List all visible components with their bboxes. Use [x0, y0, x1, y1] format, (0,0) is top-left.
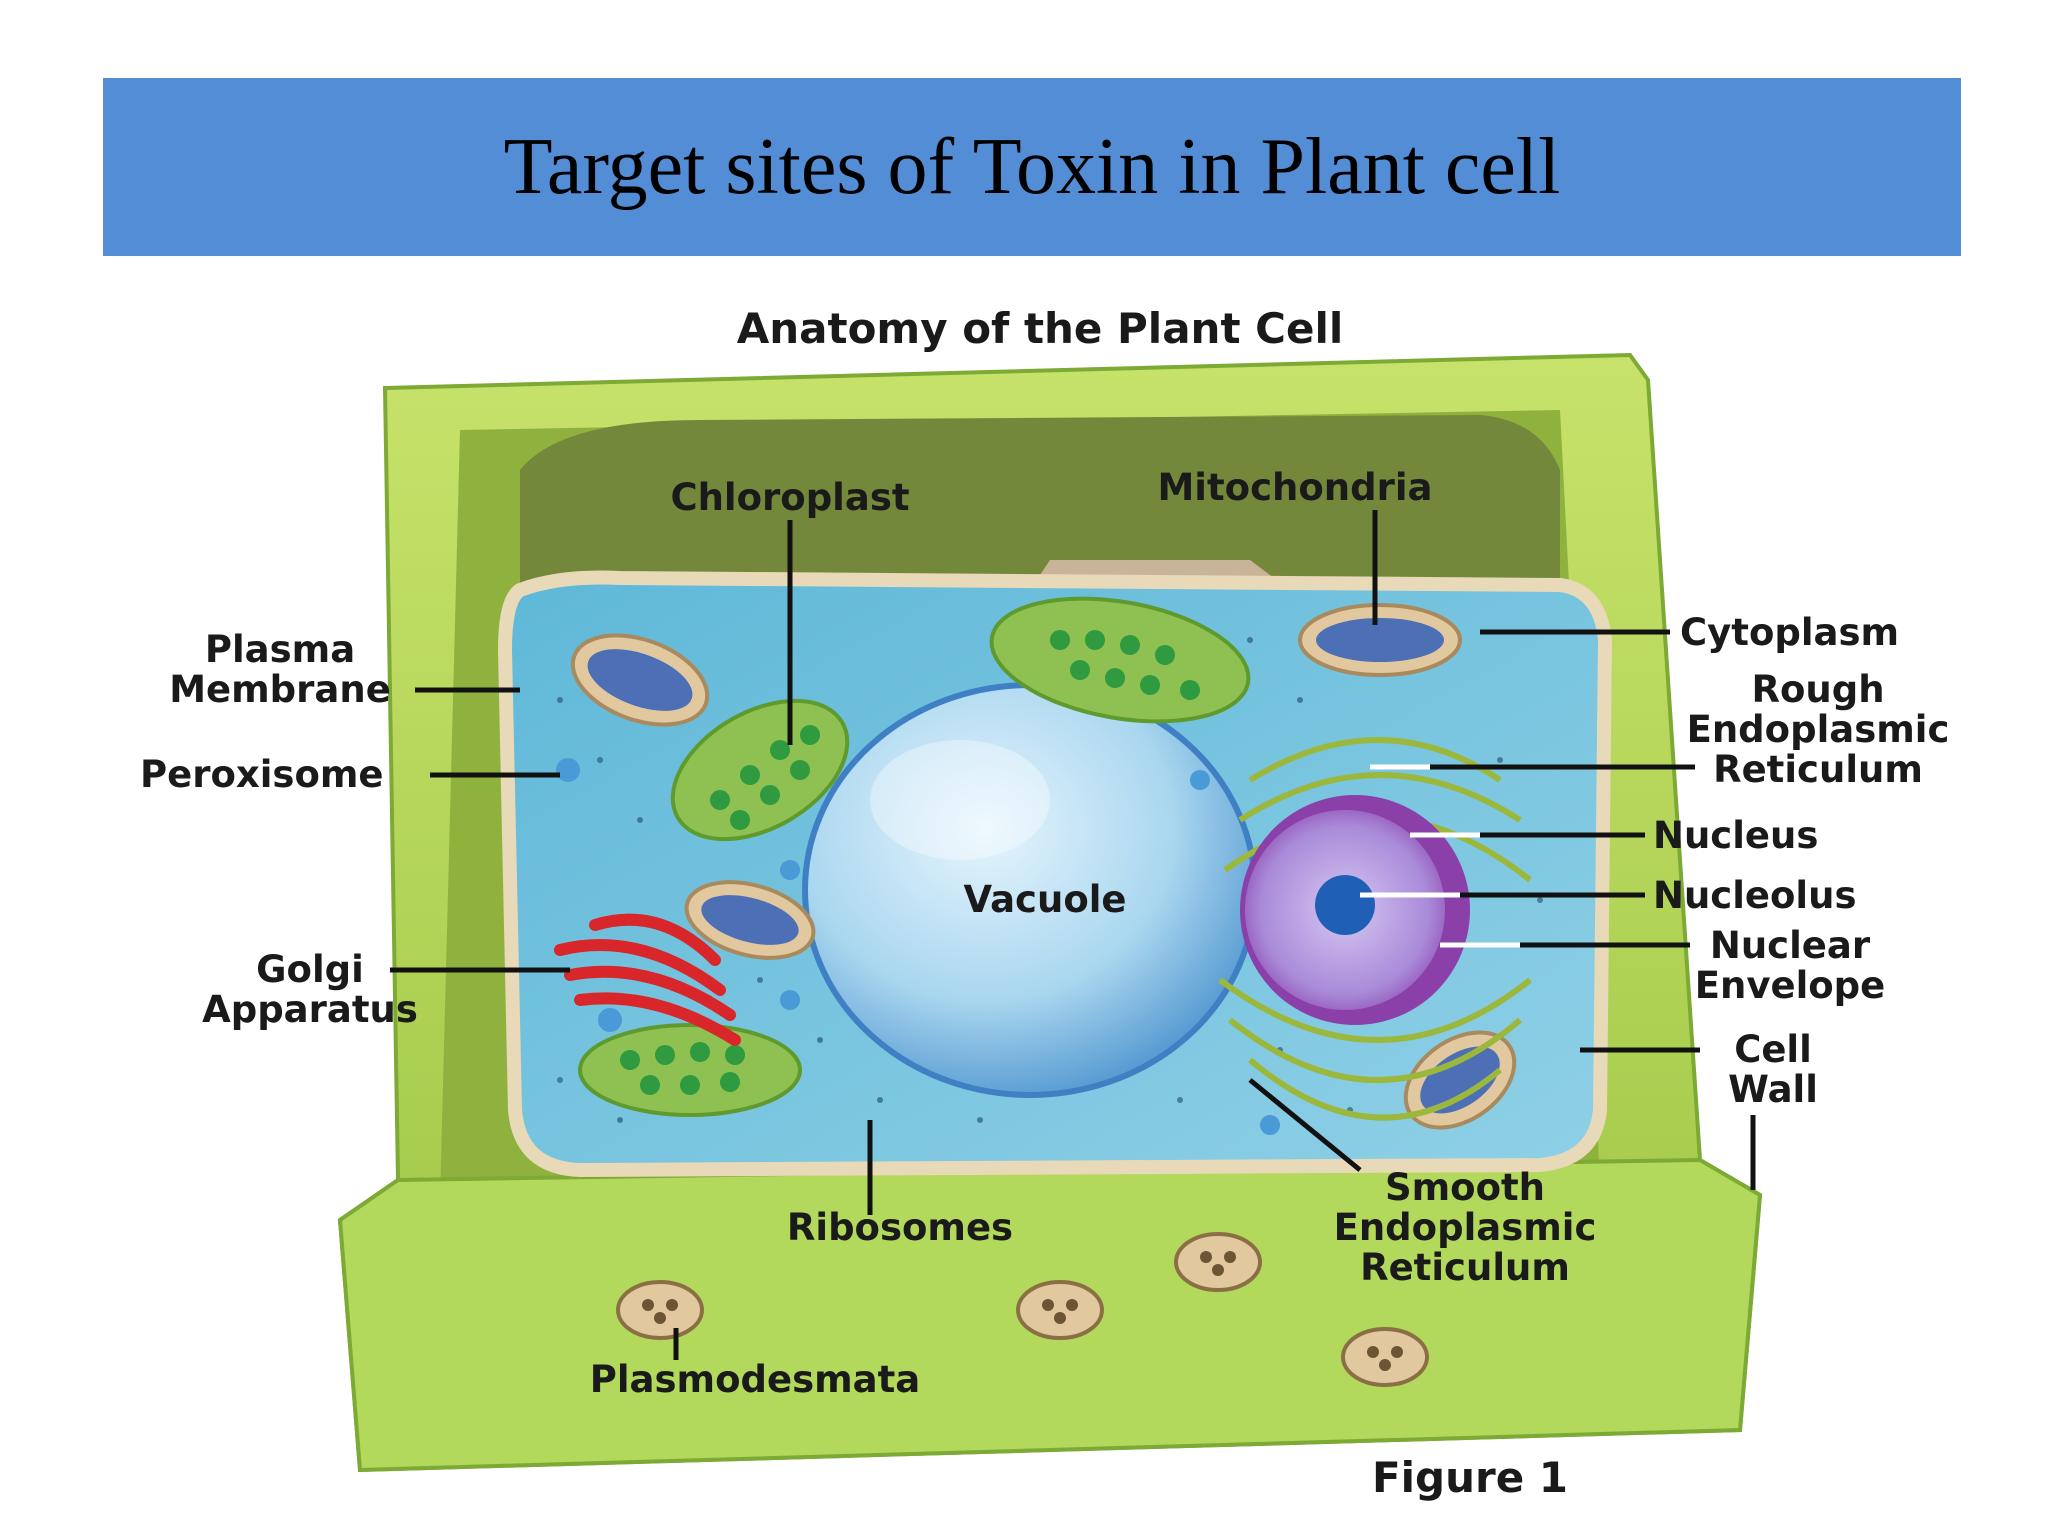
label-mitochondria: Mitochondria — [1157, 466, 1432, 509]
chloroplast-organelle — [670, 698, 850, 842]
nucleus-organelle — [1240, 795, 1470, 1025]
label-smooth-er-line3: Reticulum — [1360, 1246, 1570, 1289]
diagram-title: Anatomy of the Plant Cell — [737, 304, 1344, 353]
label-ribosomes: Ribosomes — [787, 1206, 1013, 1249]
label-peroxisome: Peroxisome — [140, 753, 384, 796]
label-cell-wall-line1: Cell — [1734, 1028, 1812, 1071]
leader-lines — [390, 510, 1756, 1360]
slide-title: Target sites of Toxin in Plant cell — [503, 122, 1561, 211]
chloroplast-organelle-3 — [578, 1023, 802, 1117]
golgi-organelle — [554, 913, 741, 1046]
nucleolus — [1315, 875, 1375, 935]
label-plasmodesmata: Plasmodesmata — [590, 1358, 921, 1401]
label-plasma-membrane-line2: Membrane — [169, 668, 391, 711]
label-chloroplast: Chloroplast — [670, 476, 909, 519]
label-vacuole: Vacuole — [963, 878, 1126, 921]
label-golgi-line2: Apparatus — [202, 988, 418, 1031]
label-smooth-er-line1: Smooth — [1385, 1166, 1545, 1209]
label-nuclear-envelope-line1: Nuclear — [1710, 924, 1871, 967]
label-nucleus: Nucleus — [1653, 814, 1818, 857]
peroxisome-organelle — [556, 758, 1280, 1135]
label-golgi-line1: Golgi — [256, 948, 364, 991]
label-rough-er-line2: Endoplasmic — [1687, 708, 1950, 751]
label-cell-wall-line2: Wall — [1728, 1068, 1818, 1111]
label-nuclear-envelope-line2: Envelope — [1695, 964, 1886, 1007]
label-rough-er-line1: Rough — [1751, 668, 1884, 711]
label-plasma-membrane-line1: Plasma — [205, 628, 355, 671]
figure-label: Figure 1 — [1372, 1453, 1568, 1502]
chloroplast-organelle-2 — [989, 596, 1251, 724]
label-smooth-er-line2: Endoplasmic — [1334, 1206, 1597, 1249]
plasmodesmata-discs — [616, 1232, 1429, 1387]
label-cytoplasm: Cytoplasm — [1680, 611, 1899, 654]
title-banner: Target sites of Toxin in Plant cell — [103, 78, 1961, 256]
label-nucleolus: Nucleolus — [1653, 874, 1856, 917]
mitochondria-organelle — [570, 603, 1517, 1130]
label-rough-er-line3: Reticulum — [1713, 748, 1923, 791]
